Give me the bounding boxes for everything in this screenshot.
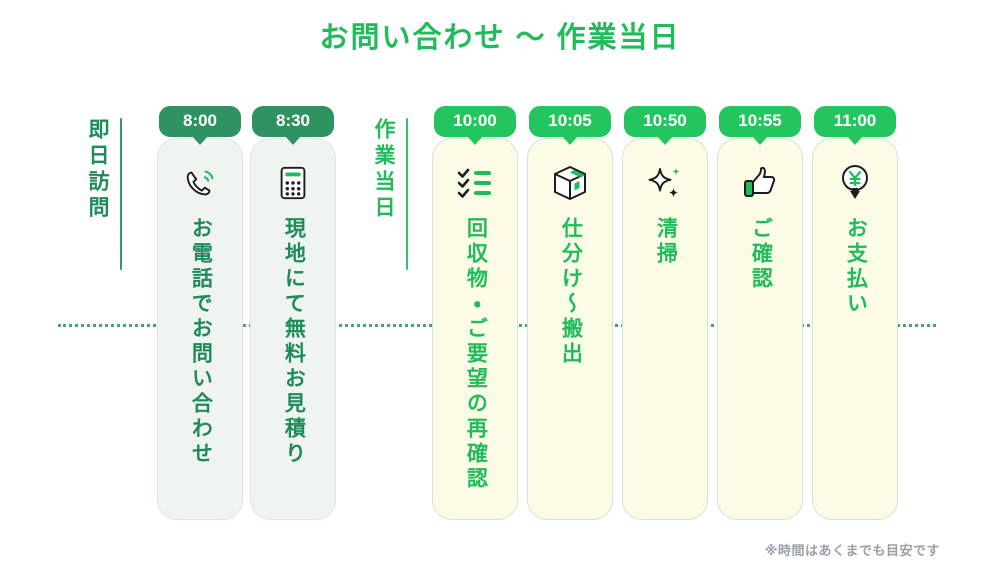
phone-icon	[178, 161, 222, 205]
timeline-step-card[interactable]: 10:00 回収物・ご要望の再確認	[432, 106, 518, 520]
phase-label-text: 即日訪問	[86, 118, 110, 222]
phase-divider-rule	[120, 118, 123, 270]
thumbs-up-icon	[738, 161, 782, 205]
step-text: お電話でお問い合わせ	[189, 217, 213, 467]
footnote-text: ※時間はあくまでも目安です	[764, 543, 940, 558]
phase-label-work-day: 作業当日	[372, 118, 409, 270]
calculator-icon	[271, 161, 315, 205]
time-badge: 8:30	[252, 106, 334, 137]
timeline-step-card[interactable]: 10:55 ご確認	[717, 106, 803, 520]
yen-coin-icon	[833, 161, 877, 205]
step-text: 仕分け〜搬出	[559, 217, 583, 367]
sparkle-icon	[643, 161, 687, 205]
time-badge: 10:00	[434, 106, 516, 137]
time-badge: 10:50	[624, 106, 706, 137]
time-badge: 10:55	[719, 106, 801, 137]
timeline-step-card[interactable]: 11:00 お支払い	[812, 106, 898, 520]
phase-divider-rule	[406, 118, 409, 270]
checklist-icon	[453, 161, 497, 205]
page-title: お問い合わせ 〜 作業当日	[319, 22, 681, 54]
timeline-step-card[interactable]: 8:00 お電話でお問い合わせ	[157, 106, 243, 520]
step-text: 回収物・ご要望の再確認	[464, 217, 488, 492]
phase-label-same-day-visit: 即日訪問	[86, 118, 123, 270]
step-text: ご確認	[749, 217, 773, 292]
timeline-step-card[interactable]: 10:05 仕分け〜搬出	[527, 106, 613, 520]
time-badge: 10:05	[529, 106, 611, 137]
step-text: 現地にて無料お見積り	[282, 217, 306, 467]
time-badge: 11:00	[814, 106, 896, 137]
box-icon	[548, 161, 592, 205]
timeline-step-card[interactable]: 8:30 現地にて無料お見積り	[250, 106, 336, 520]
phase-label-text: 作業当日	[372, 118, 396, 222]
step-text: 清掃	[654, 217, 678, 267]
timeline-step-card[interactable]: 10:50 清掃	[622, 106, 708, 520]
time-badge: 8:00	[159, 106, 241, 137]
step-text: お支払い	[844, 217, 868, 317]
